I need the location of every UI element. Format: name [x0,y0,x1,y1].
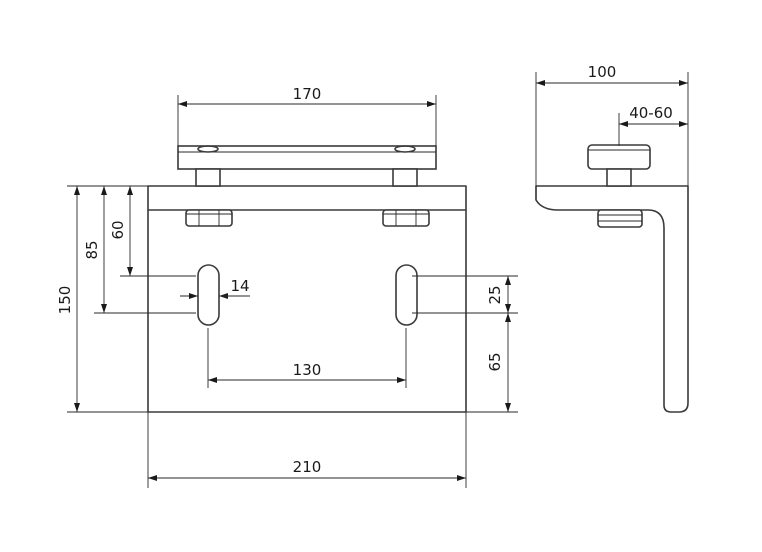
dim-overall-height: 150 [56,185,148,413]
roller-left [197,145,219,153]
bolt-shank-left [195,168,221,187]
front-view [147,145,467,413]
dim-slot-top-from-top: 60 [109,186,196,277]
top-roller-plate [177,145,437,170]
roller-right [394,145,416,153]
side-bolt-shank [606,168,632,187]
dim-label-14: 14 [230,277,249,295]
angle-bracket-profile [535,185,689,413]
dim-label-170: 170 [293,85,322,103]
side-roller [587,144,651,170]
side-nut [597,209,643,228]
dim-label-100: 100 [588,63,617,81]
dim-label-40-60: 40-60 [629,104,673,122]
dim-adjust-range: 40-60 [618,104,688,146]
slot-left [197,264,220,326]
dim-label-60: 60 [109,220,127,239]
slot-right [395,264,418,326]
dim-side-depth: 100 [535,63,689,186]
bolt-shank-right [392,168,418,187]
dim-slot-bottom-from-top: 85 [83,186,196,314]
dim-label-25: 25 [486,285,504,304]
dimensions: 170 150 85 60 14 [56,63,689,488]
front-plate [147,185,467,413]
dim-slot-bottom-offset: 65 [466,313,518,413]
nut-left [185,209,233,227]
dim-label-130: 130 [293,361,322,379]
dim-slot-length: 25 [412,275,518,314]
nut-right [382,209,430,227]
dim-label-150: 150 [56,286,74,315]
dim-top-width: 170 [177,85,437,146]
dim-label-65: 65 [486,352,504,371]
dim-plate-width: 210 [147,412,467,488]
dim-slot-width: 14 [180,277,250,299]
dim-label-85: 85 [83,240,101,259]
dim-label-210: 210 [293,458,322,476]
dim-slot-spacing: 130 [207,328,407,388]
side-view [535,144,689,413]
